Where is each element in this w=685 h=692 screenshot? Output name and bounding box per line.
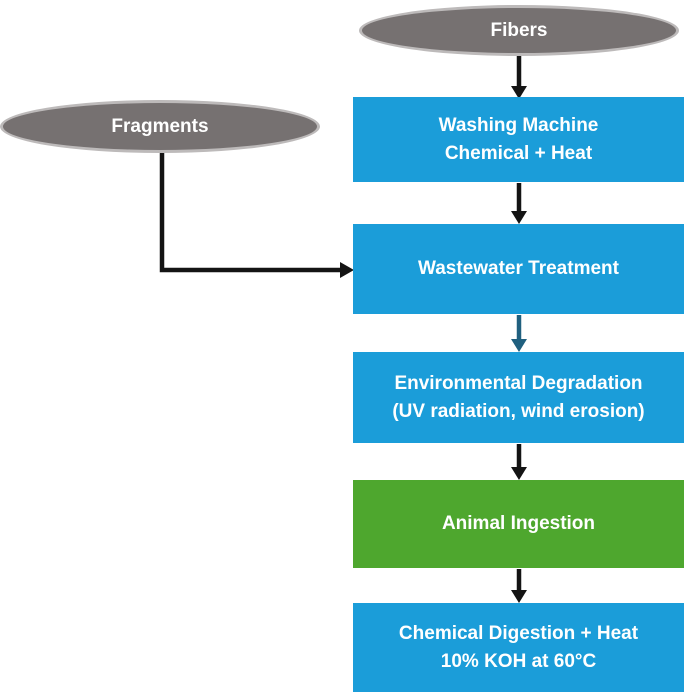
node-fragments-label: Fragments bbox=[111, 115, 209, 137]
node-animal-ingestion-label: Animal Ingestion bbox=[441, 513, 596, 534]
arrow-wastewater-to-environmental bbox=[511, 315, 527, 352]
node-wastewater-treatment-label: Wastewater Treatment bbox=[418, 258, 619, 279]
arrow-animal-to-chemical-digestion bbox=[511, 569, 527, 603]
arrow-environmental-to-animal bbox=[511, 444, 527, 480]
node-washing-machine-line2: Chemical + Heat bbox=[444, 142, 593, 164]
node-fibers: Fibers bbox=[359, 5, 679, 56]
node-chemical-digestion: Chemical Digestion + Heat 10% KOH at 60°… bbox=[353, 603, 684, 692]
arrow-washing-machine-to-wastewater bbox=[511, 183, 527, 224]
node-environmental-degradation-line2: (UV radiation, wind erosion) bbox=[392, 400, 645, 422]
node-washing-machine: Washing Machine Chemical + Heat bbox=[353, 97, 684, 182]
node-environmental-degradation-line1: Environmental Degradation bbox=[394, 372, 643, 394]
node-wastewater-treatment: Wastewater Treatment bbox=[353, 224, 684, 314]
arrow-fibers-to-washing-machine bbox=[511, 56, 527, 99]
node-fragments: Fragments bbox=[0, 100, 320, 153]
node-chemical-digestion-line2: 10% KOH at 60°C bbox=[440, 650, 597, 672]
node-environmental-degradation: Environmental Degradation (UV radiation,… bbox=[353, 352, 684, 443]
node-chemical-digestion-line1: Chemical Digestion + Heat bbox=[398, 622, 639, 644]
node-animal-ingestion: Animal Ingestion bbox=[353, 480, 684, 568]
node-washing-machine-line1: Washing Machine bbox=[438, 114, 599, 136]
node-fibers-label: Fibers bbox=[490, 19, 548, 41]
arrow-fragments-to-wastewater bbox=[159, 153, 354, 278]
